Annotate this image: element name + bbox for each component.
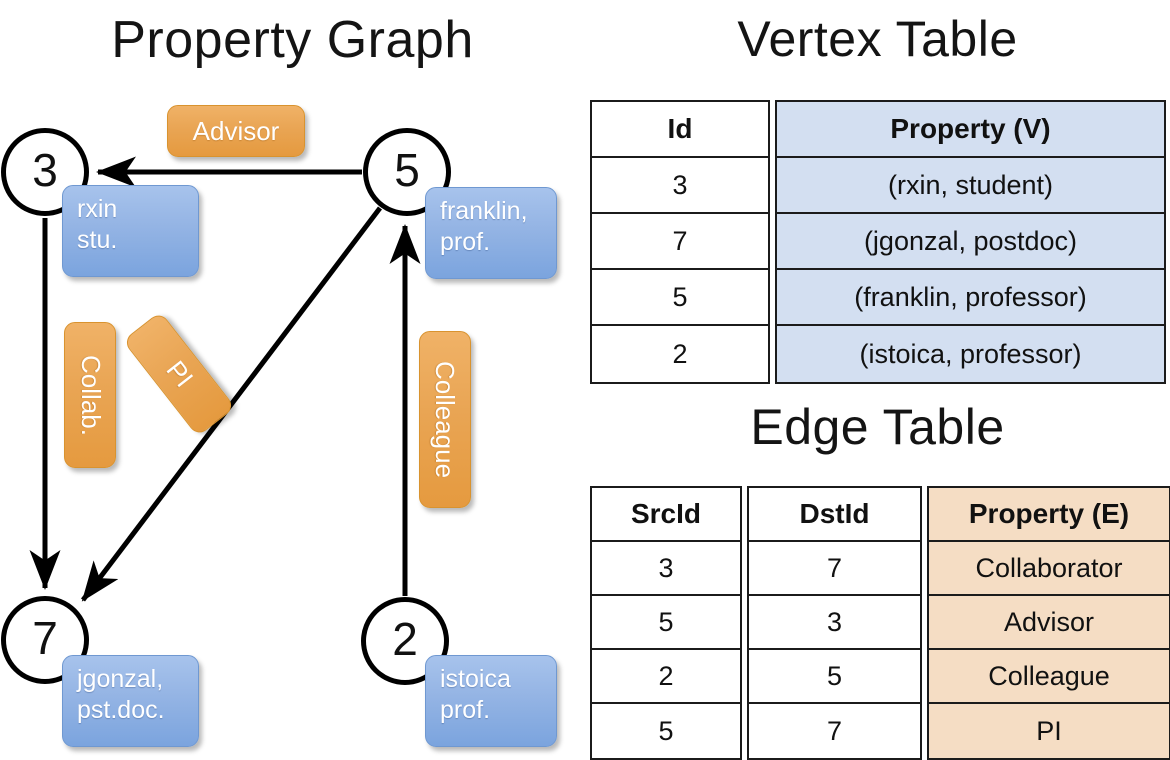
node-property-box-franklin[interactable]: franklin, prof. [425, 187, 557, 279]
edge-label-collab-text: Collab. [75, 354, 106, 436]
table-row: PI [929, 704, 1169, 758]
node-property-franklin-line2: prof. [440, 227, 491, 256]
table-row: 2 [592, 326, 768, 382]
page-title-edge-table: Edge Table [750, 399, 1005, 455]
graph-node-2[interactable]: 2 [361, 597, 449, 685]
table-row: 5 [592, 270, 768, 326]
graph-node-3-label: 3 [32, 144, 58, 196]
graph-edge-arrows [29, 156, 421, 602]
node-property-jgonzal-line2: pst.doc. [77, 695, 165, 724]
node-property-box-jgonzal[interactable]: jgonzal, pst.doc. [62, 655, 199, 747]
table-row: Collaborator [929, 542, 1169, 596]
edge-table-header-property: Property (E) [929, 488, 1169, 542]
node-property-box-istoica[interactable]: istoica prof. [425, 655, 557, 747]
table-row: 5 [592, 596, 740, 650]
vertex-table-id-column: Id 3 7 5 2 [590, 100, 770, 384]
edge-label-colleague-text: Colleague [430, 360, 461, 479]
edge-table-srcid-column: SrcId 3 5 2 5 [590, 486, 742, 760]
table-row: 7 [749, 542, 920, 596]
graph-node-2-label: 2 [392, 613, 418, 665]
table-row: 3 [592, 158, 768, 214]
graph-node-7-label: 7 [32, 612, 58, 664]
edge-label-advisor-text: Advisor [192, 115, 280, 146]
property-graph-diagram: 3 5 7 2 rxin stu. franklin, prof. jgonza… [1, 105, 557, 747]
node-property-istoica-line2: prof. [440, 695, 491, 724]
node-property-istoica-line1: istoica [440, 665, 511, 693]
node-property-rxin-line2: stu. [77, 225, 118, 254]
vertex-table-header-property: Property (V) [777, 102, 1164, 158]
vertex-table: Id 3 7 5 2 Property (V) (rxin, student) … [590, 100, 1166, 384]
table-row: 2 [592, 650, 740, 704]
edge-table-header-srcid: SrcId [592, 488, 740, 542]
table-row: 5 [749, 650, 920, 704]
edge-label-pi-text: PI [160, 354, 199, 393]
table-row: (jgonzal, postdoc) [777, 214, 1164, 270]
edge-label-collab[interactable]: Collab. [64, 322, 116, 468]
table-row: 7 [749, 704, 920, 758]
table-row: 7 [592, 214, 768, 270]
table-row: (istoica, professor) [777, 326, 1164, 382]
edge-arrow-5-to-7 [81, 206, 382, 602]
page-title-property-graph: Property Graph [111, 11, 474, 69]
edge-table-header-dstid: DstId [749, 488, 920, 542]
page-title-vertex-table: Vertex Table [737, 11, 1018, 67]
graph-node-5[interactable]: 5 [363, 128, 451, 216]
edge-label-advisor[interactable]: Advisor [167, 105, 305, 157]
table-row: Colleague [929, 650, 1169, 704]
edge-table-dstid-column: DstId 7 3 5 7 [747, 486, 922, 760]
node-property-rxin-line1: rxin [77, 195, 118, 223]
node-property-box-rxin[interactable]: rxin stu. [62, 185, 199, 277]
node-property-jgonzal-line1: jgonzal, [77, 665, 164, 693]
table-row: (franklin, professor) [777, 270, 1164, 326]
edge-label-colleague[interactable]: Colleague [419, 331, 471, 508]
vertex-table-property-column: Property (V) (rxin, student) (jgonzal, p… [775, 100, 1166, 384]
table-row: Advisor [929, 596, 1169, 650]
table-row: 5 [592, 704, 740, 758]
table-row: 3 [592, 542, 740, 596]
table-row: 3 [749, 596, 920, 650]
graph-node-5-label: 5 [394, 144, 420, 196]
edge-table-property-column: Property (E) Collaborator Advisor Collea… [927, 486, 1170, 760]
edge-table: SrcId 3 5 2 5 DstId 7 3 5 7 Property (E)… [590, 486, 1170, 760]
node-property-franklin-line1: franklin, [440, 197, 528, 225]
vertex-table-header-id: Id [592, 102, 768, 158]
table-row: (rxin, student) [777, 158, 1164, 214]
